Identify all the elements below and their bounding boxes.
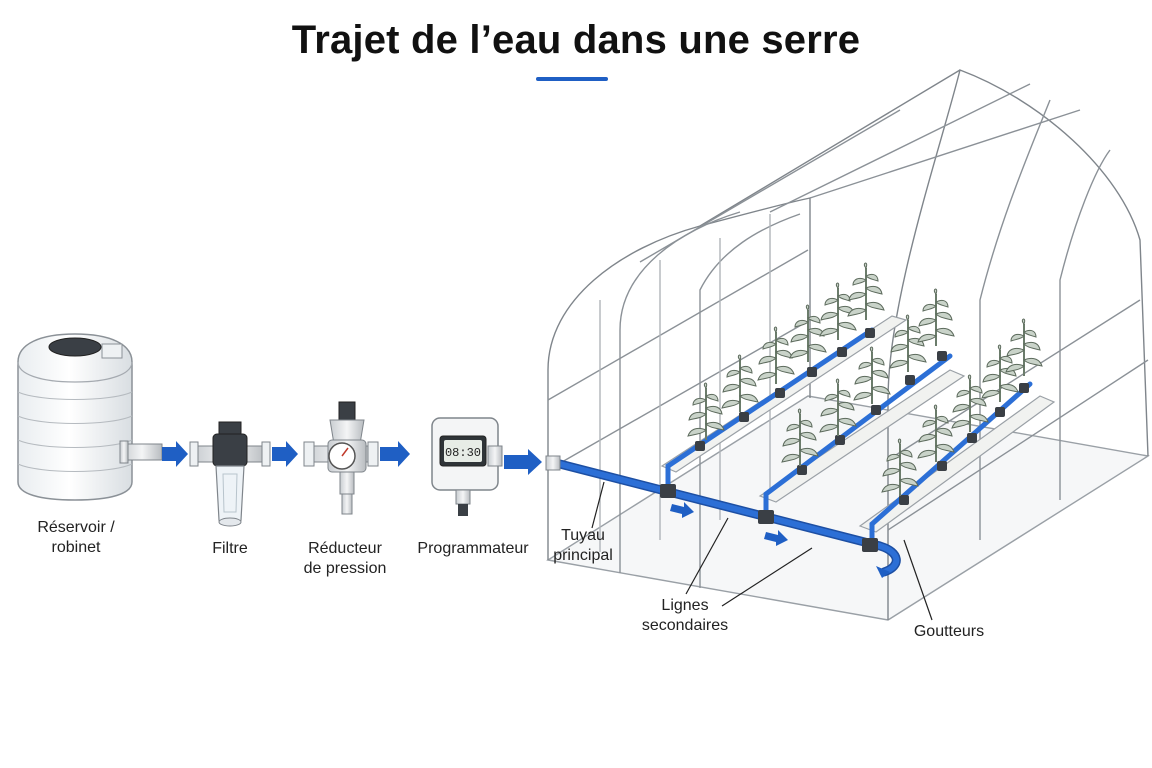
pipe-inlet <box>545 455 561 471</box>
main-pipe <box>547 457 901 577</box>
label-tuyau-principal: Tuyau principal <box>540 526 626 566</box>
pipe-tees <box>660 484 878 552</box>
label-lignes-secondaires: Lignes secondaires <box>630 596 740 636</box>
filter-icon <box>189 421 271 527</box>
label-reservoir-line1: Réservoir / <box>37 519 115 536</box>
flow-arrow-icon <box>162 441 542 475</box>
timer-icon <box>431 417 503 516</box>
page-title: Trajet de l’eau dans une serre <box>291 18 861 62</box>
label-goutteurs: Goutteurs <box>913 623 985 640</box>
label-reducteur-line1: Réducteur <box>308 540 382 557</box>
label-tuyau-line1: Tuyau <box>561 527 605 544</box>
label-reducteur-line2: de pression <box>303 560 387 577</box>
label-reservoir-line2: robinet <box>51 539 101 556</box>
label-tuyau-line2: principal <box>553 547 613 564</box>
leader-lines <box>591 481 933 621</box>
tank-icon <box>17 333 163 501</box>
flow-arrow-icon <box>670 502 890 578</box>
label-lignes-line1: Lignes <box>661 597 709 614</box>
title-underline <box>536 77 608 81</box>
label-reducteur: Réducteur de pression <box>290 539 400 579</box>
timer-display: 08:30 <box>445 446 481 460</box>
label-lignes-line2: secondaires <box>641 617 729 634</box>
label-programmateur: Programmateur <box>417 540 529 557</box>
secondary-lines <box>665 327 1033 547</box>
label-filtre: Filtre <box>212 540 248 557</box>
greenhouse-icon <box>546 69 1150 621</box>
label-reservoir: Réservoir / robinet <box>14 518 138 558</box>
pressure-reducer-icon <box>303 401 379 515</box>
